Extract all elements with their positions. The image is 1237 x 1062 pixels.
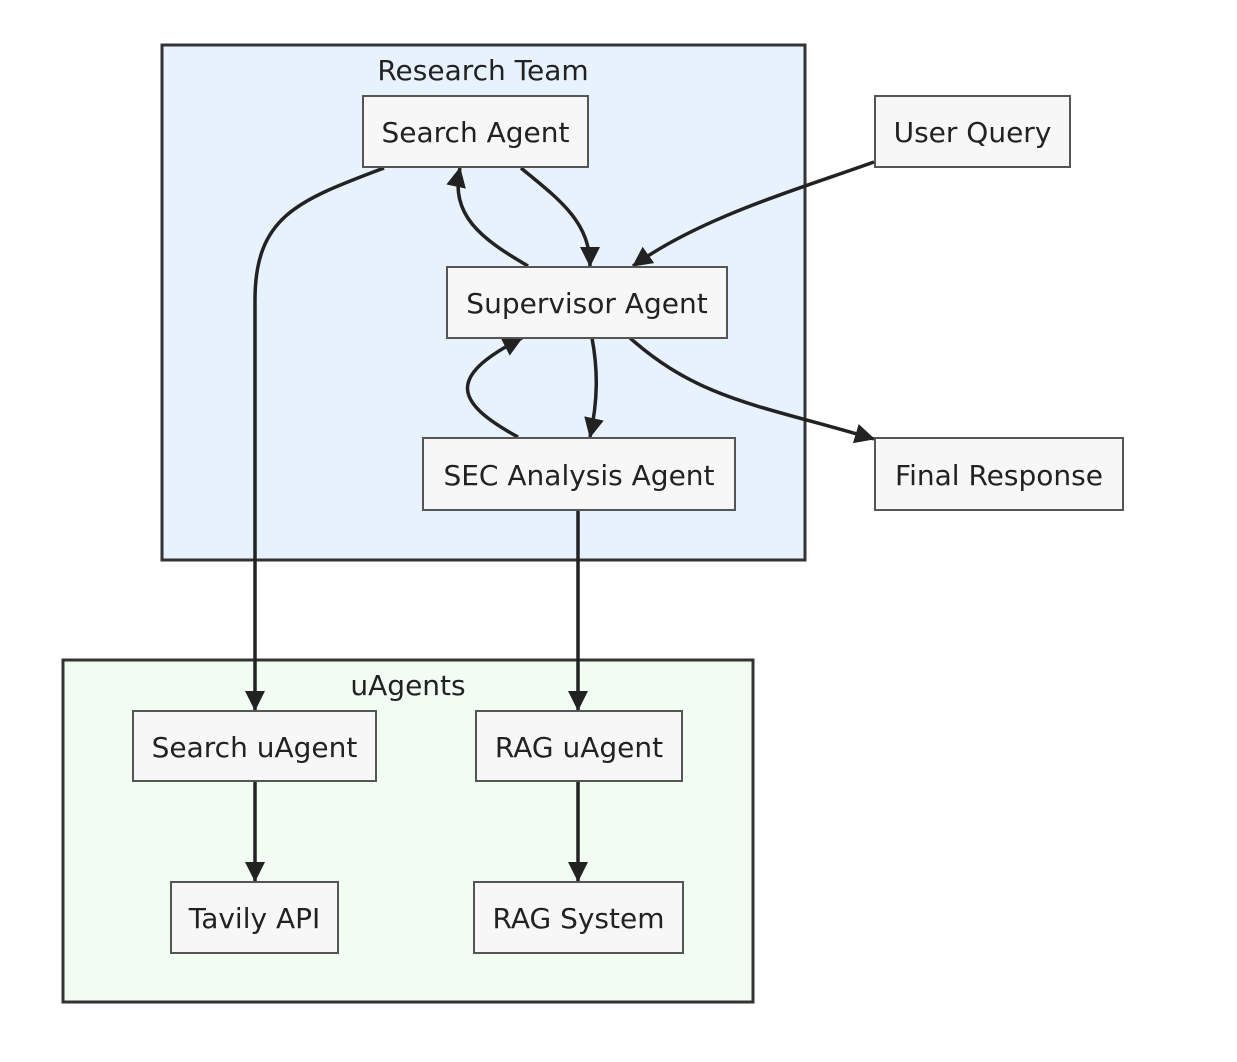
edge-search-agent-to-supervisor bbox=[519, 166, 600, 267]
node-tavily-api-label: Tavily API bbox=[188, 902, 321, 935]
edge-supervisor-to-final-response bbox=[628, 336, 875, 444]
edge-sec-analysis-to-supervisor bbox=[465, 336, 523, 439]
edges bbox=[245, 160, 875, 882]
node-tavily-api[interactable]: Tavily API bbox=[170, 881, 339, 954]
edge-supervisor-to-search-agent bbox=[446, 167, 529, 268]
edge-supervisor-to-sec-analysis bbox=[584, 337, 604, 438]
node-search-uagent[interactable]: Search uAgent bbox=[132, 710, 377, 782]
cluster-research-team-label: Research Team bbox=[377, 54, 588, 87]
node-user-query-label: User Query bbox=[894, 116, 1052, 149]
node-sec-analysis-agent-label: SEC Analysis Agent bbox=[443, 459, 714, 492]
node-supervisor-agent-label: Supervisor Agent bbox=[466, 287, 707, 320]
node-rag-uagent-label: RAG uAgent bbox=[495, 731, 663, 764]
node-final-response-label: Final Response bbox=[895, 459, 1103, 492]
node-search-agent[interactable]: Search Agent bbox=[362, 95, 589, 168]
edge-search-agent-to-search-uagent bbox=[245, 166, 385, 711]
edge-user-query-to-supervisor bbox=[631, 160, 875, 268]
cluster-uagents-label: uAgents bbox=[350, 669, 465, 702]
node-rag-system[interactable]: RAG System bbox=[473, 881, 684, 954]
node-final-response[interactable]: Final Response bbox=[874, 437, 1124, 511]
node-search-uagent-label: Search uAgent bbox=[152, 731, 358, 764]
node-rag-uagent[interactable]: RAG uAgent bbox=[475, 710, 683, 782]
node-search-agent-label: Search Agent bbox=[382, 116, 570, 149]
node-rag-system-label: RAG System bbox=[493, 902, 665, 935]
node-supervisor-agent[interactable]: Supervisor Agent bbox=[446, 266, 728, 339]
node-user-query[interactable]: User Query bbox=[874, 95, 1071, 168]
node-sec-analysis-agent[interactable]: SEC Analysis Agent bbox=[422, 437, 736, 511]
